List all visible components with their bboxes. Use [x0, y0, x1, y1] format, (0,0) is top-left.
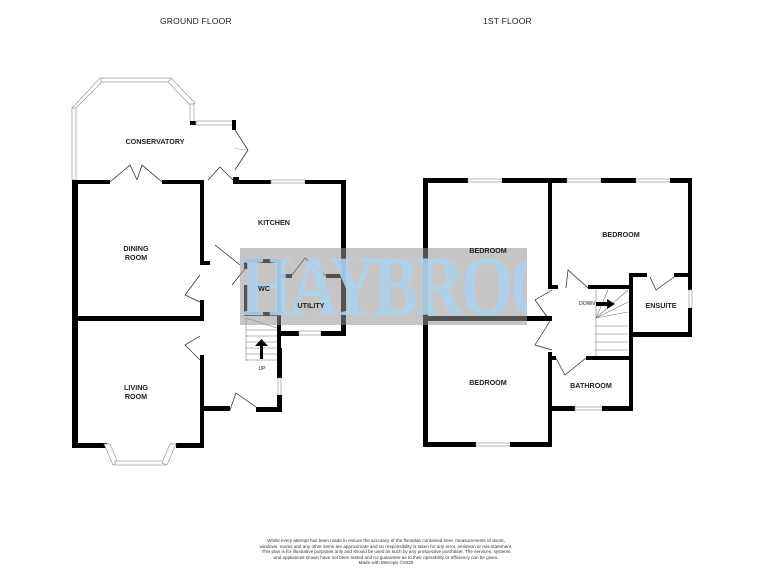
- first-floor-title: 1ST FLOOR: [483, 16, 532, 26]
- room-label-kitchen: KITCHEN: [258, 218, 290, 227]
- room-label-conservatory: CONSERVATORY: [125, 137, 185, 146]
- room-label-living: LIVING ROOM: [124, 383, 148, 401]
- watermark-text: HAYBROOK: [240, 248, 527, 325]
- agency-watermark: HAYBROOK: [240, 248, 527, 325]
- room-label-bedroom-bottom: BEDROOM: [469, 378, 507, 387]
- disclaimer-text: Whilst every attempt has been made to en…: [259, 538, 513, 560]
- stairs-up-label: UP: [258, 366, 266, 372]
- room-label-utility: UTILITY: [297, 301, 325, 310]
- room-label-bedroom-right: BEDROOM: [602, 230, 640, 239]
- room-label-ensuite: ENSUITE: [645, 301, 677, 310]
- room-label-bedroom-left: BEDROOM: [469, 246, 507, 255]
- room-label-dining: DINING ROOM: [123, 244, 149, 262]
- disclaimer: Whilst every attempt has been made to en…: [258, 538, 514, 566]
- room-label-wc: WC: [258, 284, 270, 293]
- stairs-down-label: DOWN: [579, 301, 595, 307]
- first-floor-stairs: [595, 289, 629, 356]
- disclaimer-credit: Made with Metropix ©2025: [358, 560, 414, 566]
- room-label-bathroom: BATHROOM: [570, 381, 612, 390]
- ground-floor-title: GROUND FLOOR: [160, 16, 232, 26]
